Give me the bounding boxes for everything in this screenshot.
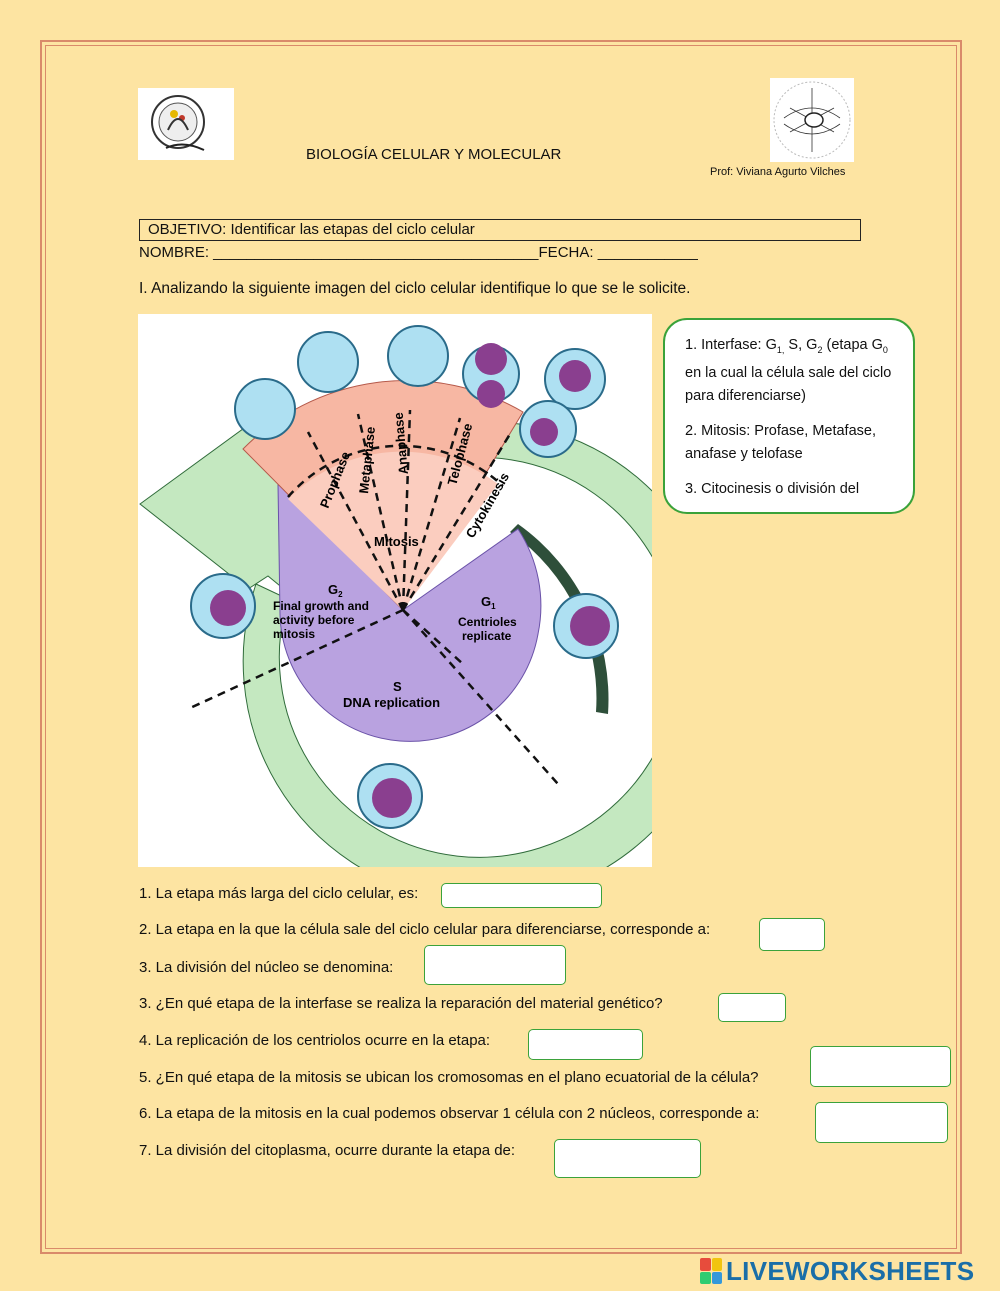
question-3: 3. La división del núcleo se denomina:	[139, 959, 394, 976]
interphase-callout: 1. Interfase: G1, S, G2 (etapa G0 en la …	[663, 318, 915, 514]
answer-box-1[interactable]	[441, 883, 602, 908]
answer-box-2[interactable]	[759, 918, 825, 951]
page-title: BIOLOGÍA CELULAR Y MOLECULAR	[306, 146, 562, 163]
label-g1-sub: 1	[491, 602, 496, 611]
label-g2: G	[328, 582, 338, 597]
answer-box-3b[interactable]	[718, 993, 786, 1022]
answer-box-6[interactable]	[815, 1102, 948, 1143]
question-1: 1. La etapa más larga del ciclo celular,…	[139, 885, 419, 902]
question-4: 4. La replicación de los centriolos ocur…	[139, 1032, 491, 1049]
question-2: 2. La etapa en la que la célula sale del…	[139, 921, 711, 938]
page-frame	[40, 40, 962, 1254]
svg-text:G2: G2	[328, 582, 343, 599]
cell-cycle-diagram: Prophase Metaphase Anaphase Telophase Cy…	[138, 314, 724, 902]
label-mitosis: Mitosis	[374, 534, 419, 549]
label-s: S	[393, 679, 402, 694]
instruction-text: I. Analizando la siguiente imagen del ci…	[139, 280, 691, 297]
cell-drawings	[190, 325, 619, 829]
answer-box-3[interactable]	[424, 945, 566, 985]
school-logo	[138, 88, 234, 160]
liveworksheets-logo: LIVEWORKSHEETS	[700, 1254, 974, 1288]
svg-text:G1: G1	[481, 594, 496, 611]
liveworksheets-icon	[700, 1258, 722, 1284]
name-date-line: NOMBRE: ________________________________…	[139, 244, 698, 261]
label-anaphase: Anaphase	[391, 412, 411, 475]
label-g2-desc-1: Final growth and	[273, 599, 369, 613]
callout-item-2: 2. Mitosis: Profase, Metafase, anafase y…	[685, 422, 876, 462]
objective-box: OBJETIVO: Identificar las etapas del cic…	[139, 219, 861, 241]
question-6: 6. La etapa de la mitosis en la cual pod…	[139, 1105, 760, 1122]
answer-box-4[interactable]	[528, 1029, 643, 1060]
callout-item-3: 3. Citocinesis o división del	[685, 480, 860, 497]
label-g1-desc-2: replicate	[462, 629, 512, 643]
answer-box-5[interactable]	[810, 1046, 951, 1087]
label-g2-desc-3: mitosis	[273, 627, 315, 641]
label-s-desc: DNA replication	[343, 695, 440, 710]
answer-box-7[interactable]	[554, 1139, 701, 1178]
label-g1: G	[481, 594, 491, 609]
question-5: 5. ¿En qué etapa de la mitosis se ubican…	[139, 1069, 759, 1086]
brand-text: LIVEWORKSHEETS	[726, 1255, 975, 1286]
label-g2-sub: 2	[338, 590, 343, 599]
biology-logo	[770, 78, 854, 162]
label-metaphase: Metaphase	[356, 426, 378, 494]
label-g2-desc-2: activity before	[273, 613, 355, 627]
label-g1-desc-1: Centrioles	[458, 615, 517, 629]
question-3b: 3. ¿En qué etapa de la interfase se real…	[139, 995, 663, 1012]
teacher-name: Prof: Viviana Agurto Vilches	[710, 166, 846, 178]
callout-item-1: 1. Interfase: G1, S, G2 (etapa G0 en la …	[685, 337, 892, 404]
question-7: 7. La división del citoplasma, ocurre du…	[139, 1142, 516, 1159]
